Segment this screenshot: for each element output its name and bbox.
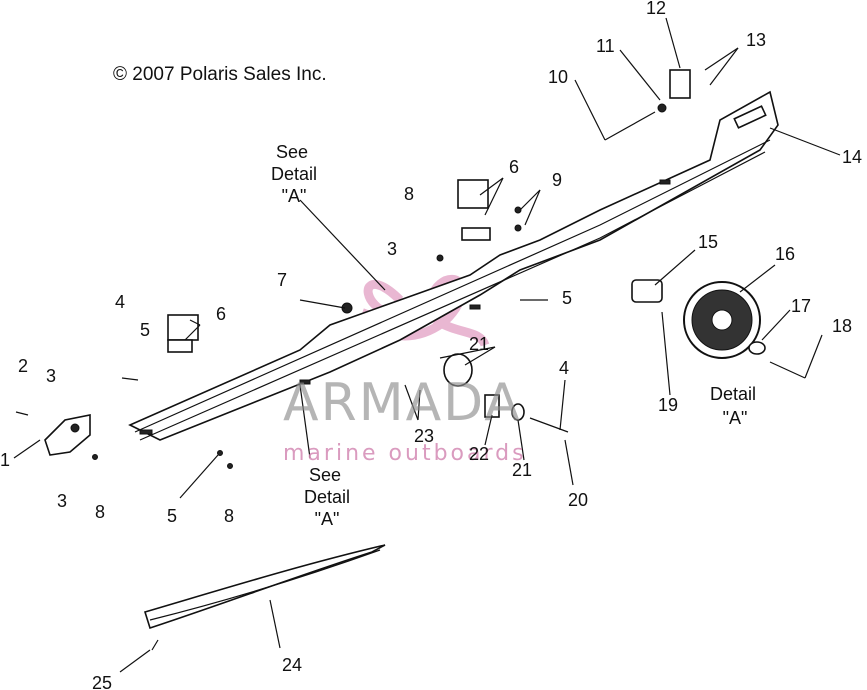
callout-3: 3 [387,239,397,259]
callout-2: 2 [18,356,28,376]
callout-16: 16 [775,244,795,264]
detail-a-label: Detail "A" [710,384,756,428]
callout-6: 6 [216,304,226,324]
callout-20: 20 [568,490,588,510]
callout-17: 17 [791,296,811,316]
callout-5: 5 [562,288,572,308]
callout-13: 13 [746,30,766,50]
nut-11 [657,103,667,113]
rail-assembly [128,90,779,441]
callout-5: 5 [140,320,150,340]
callout-8: 8 [404,184,414,204]
callout-21: 21 [469,334,489,354]
wear-strip [143,544,386,630]
svg-text:See: See [309,465,341,485]
callout-6: 6 [509,157,519,177]
callout-14: 14 [842,147,862,167]
callout-23: 23 [414,426,434,446]
callout-4: 4 [559,358,569,378]
callout-8: 8 [224,506,234,526]
callout-12: 12 [646,0,666,18]
slider-block-rear [457,179,489,209]
callout-3: 3 [46,366,56,386]
callout-5: 5 [167,506,177,526]
bolt-10 [604,111,656,141]
see-detail-label-upper: See Detail "A" [271,142,317,206]
svg-text:"A": "A" [282,186,307,206]
watermark-tagline: marine outboards [283,441,527,466]
leader-lines [13,17,841,673]
callout-25: 25 [92,673,112,690]
washer [748,341,766,355]
callout-22: 22 [469,444,489,464]
svg-text:Detail: Detail [304,487,350,507]
svg-text:Detail: Detail [271,164,317,184]
callout-9: 9 [552,170,562,190]
callout-11: 11 [596,36,615,56]
svg-text:Detail: Detail [710,384,756,404]
slider-block-front [167,314,199,341]
callout-1: 1 [0,450,10,470]
svg-text:See: See [276,142,308,162]
bracket [669,69,691,99]
callout-18: 18 [832,316,852,336]
copyright-text: © 2007 Polaris Sales Inc. [113,64,327,85]
callout-19: 19 [658,395,678,415]
callout-8: 8 [95,502,105,522]
callout-24: 24 [282,655,302,675]
watermark-brand: ARMADA [283,373,522,433]
svg-text:"A": "A" [315,509,340,529]
see-detail-label-lower: See Detail "A" [304,465,350,529]
rail-tip [44,414,91,456]
wheel-spacer [631,279,663,303]
idler-wheel [683,281,761,359]
callout-10: 10 [548,67,568,87]
callout-7: 7 [277,270,287,290]
callout-3: 3 [57,491,67,511]
svg-text:"A": "A" [723,408,748,428]
callout-4: 4 [115,292,125,312]
bolt-18 [769,361,806,379]
callout-21: 21 [512,460,532,480]
bolt-20 [529,417,569,433]
callout-15: 15 [698,232,718,252]
